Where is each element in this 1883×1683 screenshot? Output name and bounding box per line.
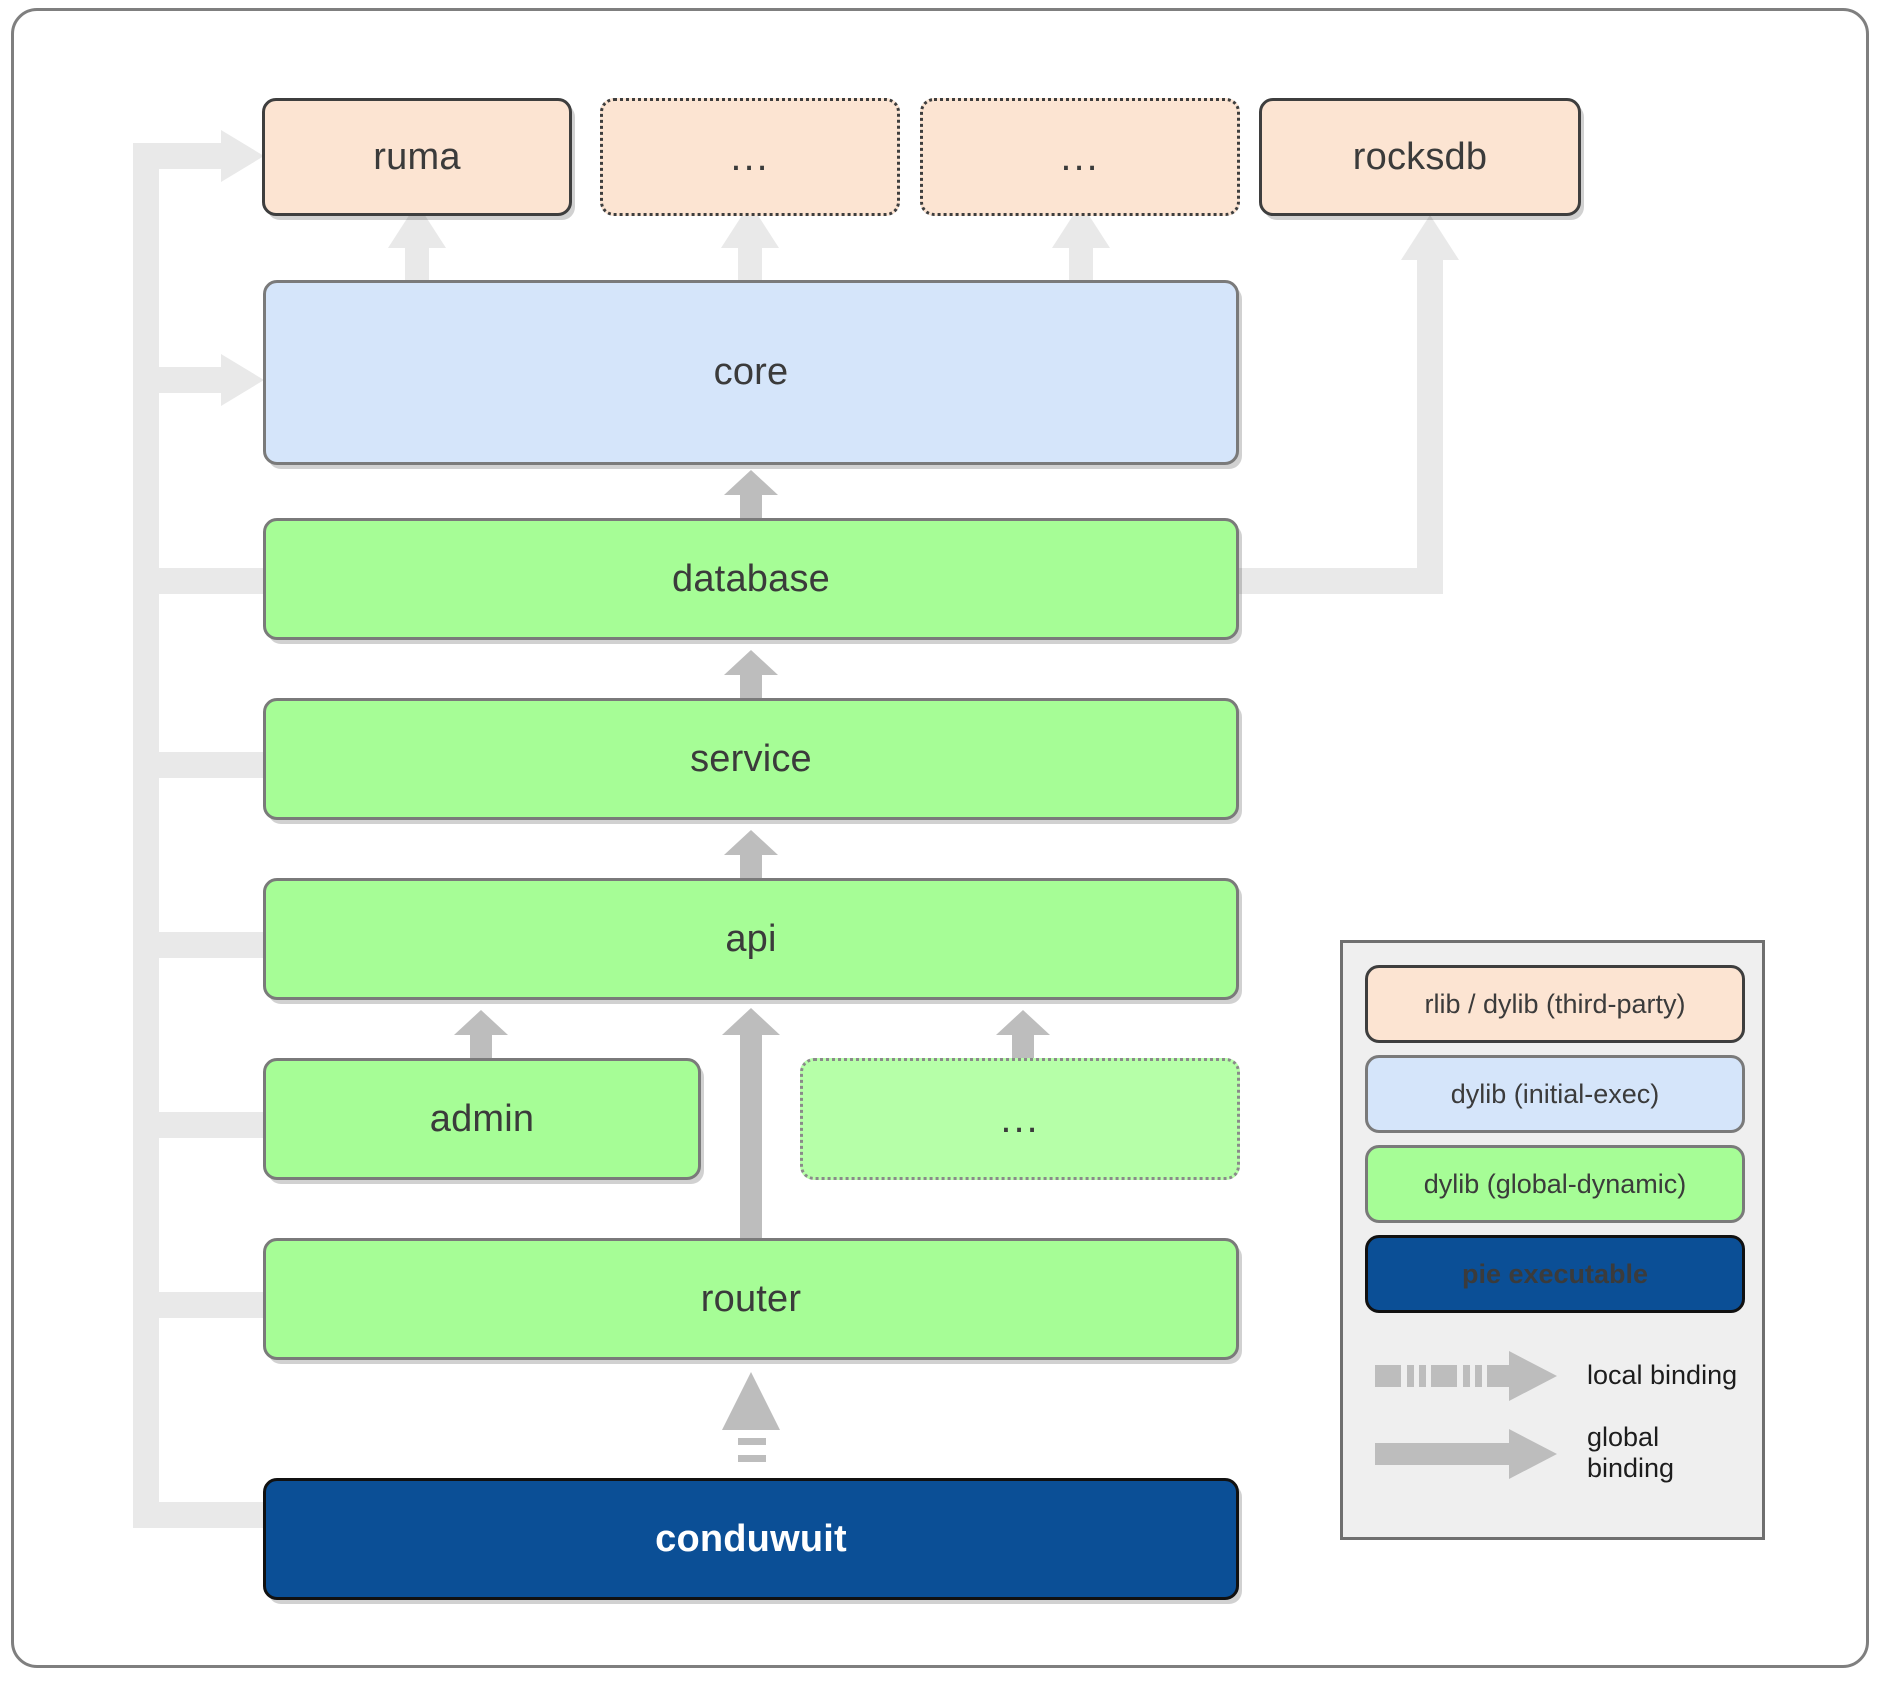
legend-swatch-global-dynamic-label: dylib (global-dynamic)	[1423, 1168, 1687, 1199]
node-conduwuit-label: conduwuit	[655, 1517, 847, 1560]
legend-swatch-third-party: rlib / dylib (third-party)	[1365, 965, 1745, 1043]
node-core-label: core	[713, 351, 789, 393]
legend-row-global-binding: global binding	[1359, 1421, 1751, 1485]
legend-swatch-pie-executable: pie executable	[1365, 1235, 1745, 1313]
node-admin[interactable]: admin	[263, 1058, 701, 1180]
node-api-label: api	[725, 917, 777, 960]
legend-swatch-initial-exec: dylib (initial-exec)	[1365, 1055, 1745, 1133]
node-service[interactable]: service	[263, 698, 1239, 820]
node-router[interactable]: router	[263, 1238, 1239, 1360]
node-service-label: service	[690, 737, 812, 780]
node-database-label: database	[672, 557, 830, 600]
legend-panel: rlib / dylib (third-party) dylib (initia…	[1340, 940, 1765, 1540]
legend-swatch-third-party-label: rlib / dylib (third-party)	[1424, 988, 1686, 1019]
node-rocksdb-label: rocksdb	[1352, 135, 1488, 178]
legend-swatch-global-dynamic: dylib (global-dynamic)	[1365, 1145, 1745, 1223]
legend-swatch-initial-exec-label: dylib (initial-exec)	[1450, 1078, 1660, 1109]
node-third-party-b-label: ...	[1060, 135, 1100, 179]
node-third-party-b[interactable]: ...	[920, 98, 1240, 216]
node-conduwuit[interactable]: conduwuit	[263, 1478, 1239, 1600]
node-database[interactable]: database	[263, 518, 1239, 640]
node-router-label: router	[700, 1277, 802, 1320]
legend-label-global-binding: global binding	[1587, 1422, 1675, 1483]
node-rocksdb[interactable]: rocksdb	[1259, 98, 1581, 216]
node-api-other-label: ...	[1000, 1097, 1040, 1141]
node-third-party-a[interactable]: ...	[600, 98, 900, 216]
legend-label-local-binding: local binding	[1587, 1359, 1738, 1390]
global-binding-arrow-icon	[1359, 1421, 1579, 1485]
node-api-other[interactable]: ...	[800, 1058, 1240, 1180]
node-ruma-label: ruma	[373, 135, 461, 178]
node-core[interactable]: core	[263, 280, 1239, 465]
legend-swatch-pie-executable-label: pie executable	[1461, 1258, 1649, 1289]
node-third-party-a-label: ...	[730, 135, 770, 179]
local-binding-arrow-icon	[1359, 1343, 1579, 1407]
legend-row-local-binding: local binding	[1359, 1343, 1751, 1407]
node-ruma[interactable]: ruma	[262, 98, 572, 216]
node-admin-label: admin	[429, 1097, 535, 1140]
node-api[interactable]: api	[263, 878, 1239, 1000]
